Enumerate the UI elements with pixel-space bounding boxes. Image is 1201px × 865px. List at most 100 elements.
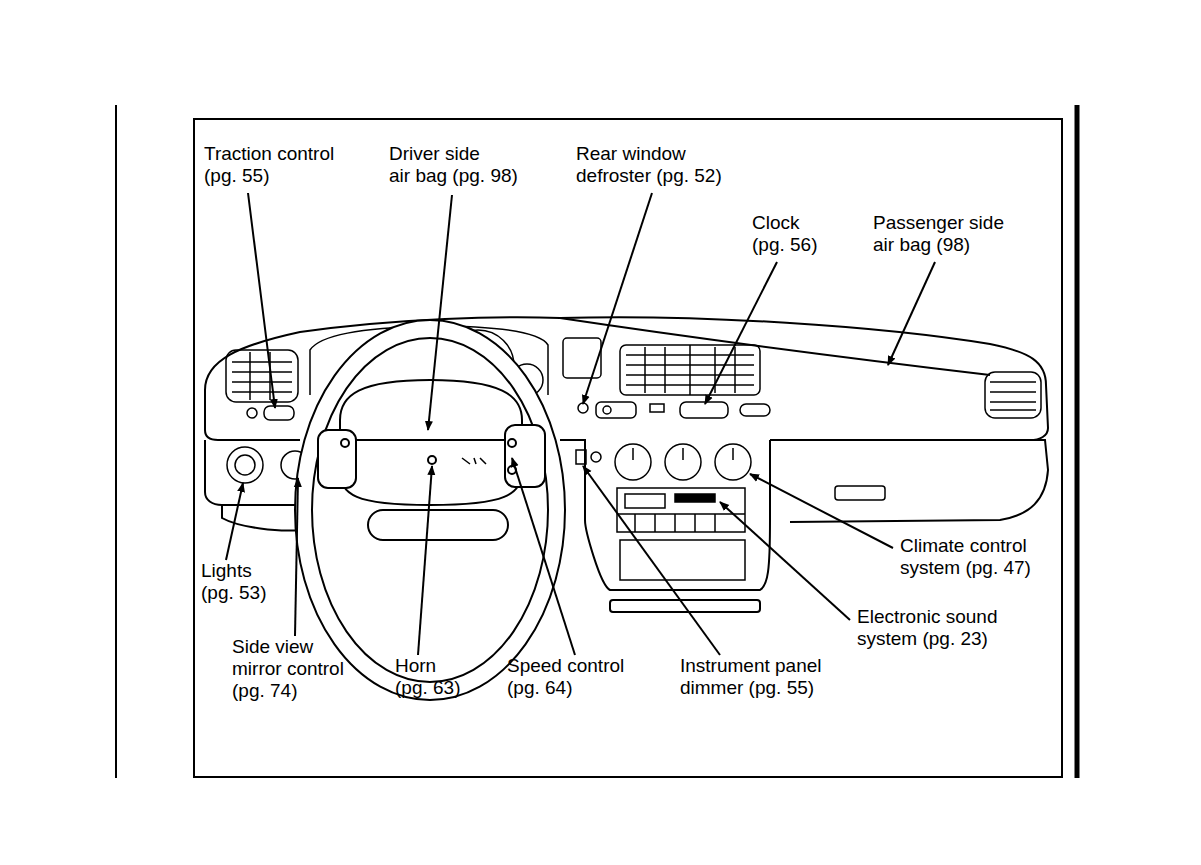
label-line: Instrument panel xyxy=(680,655,822,677)
air-vent xyxy=(226,350,298,402)
leader-line xyxy=(226,483,243,560)
air-vent xyxy=(990,381,1036,383)
label-line: defroster (pg. 52) xyxy=(576,165,722,187)
page-frame xyxy=(194,119,1062,777)
callout-label: Clock (pg. 56) xyxy=(752,212,817,256)
control-buttons xyxy=(264,406,294,420)
control-buttons xyxy=(694,514,696,532)
dashboard-outline xyxy=(770,440,1048,522)
leader-line xyxy=(720,502,850,620)
control-buttons xyxy=(617,488,745,532)
control-buttons xyxy=(682,448,684,460)
callout-label: Passenger side air bag (98) xyxy=(873,212,1004,256)
label-line: Passenger side xyxy=(873,212,1004,234)
dashboard-outline xyxy=(205,440,300,505)
control-buttons xyxy=(576,450,586,464)
control-buttons xyxy=(591,452,601,462)
callout-label: Climate control system (pg. 47) xyxy=(900,535,1031,579)
steering-wheel xyxy=(428,456,436,464)
callout-label: Instrument panel dimmer (pg. 55) xyxy=(680,655,822,699)
label-line: (pg. 53) xyxy=(201,582,266,604)
control-buttons xyxy=(247,408,257,418)
air-vent xyxy=(990,391,1036,393)
steering-wheel xyxy=(312,338,548,682)
air-vent xyxy=(232,391,292,393)
page-frame xyxy=(115,105,117,778)
leader-line xyxy=(705,262,777,404)
label-line: Rear window xyxy=(576,143,722,165)
leader-line xyxy=(418,466,432,655)
control-buttons xyxy=(235,455,255,475)
leader-line xyxy=(750,474,893,548)
air-vent xyxy=(563,338,601,378)
label-line: (pg. 56) xyxy=(752,234,817,256)
air-vent xyxy=(985,372,1041,418)
dashboard-outline xyxy=(560,318,990,375)
air-vent xyxy=(664,347,666,393)
dashboard-outline xyxy=(205,430,300,440)
label-line: Clock xyxy=(752,212,817,234)
label-line: Electronic sound xyxy=(857,606,997,628)
control-buttons xyxy=(732,448,734,460)
callout-label: Side view mirror control (pg. 74) xyxy=(232,636,344,702)
control-buttons xyxy=(632,448,634,460)
leader-line xyxy=(248,193,275,408)
control-buttons xyxy=(615,444,651,480)
callout-label: Traction control (pg. 55) xyxy=(204,143,334,187)
air-vent xyxy=(990,409,1036,411)
leader-line xyxy=(512,458,575,655)
steering-wheel xyxy=(342,439,520,441)
label-line: (pg. 74) xyxy=(232,680,344,702)
leader-line xyxy=(226,193,935,655)
control-buttons xyxy=(227,447,263,483)
air-vent xyxy=(620,345,760,395)
steering-wheel xyxy=(505,425,545,487)
steering-wheel xyxy=(318,430,356,488)
label-line: air bag (pg. 98) xyxy=(389,165,518,187)
control-buttons xyxy=(650,404,664,412)
control-buttons xyxy=(740,404,770,416)
label-line: Driver side xyxy=(389,143,518,165)
control-buttons xyxy=(603,406,611,414)
label-line: system (pg. 23) xyxy=(857,628,997,650)
air-vent xyxy=(232,371,292,373)
label-line: system (pg. 47) xyxy=(900,557,1031,579)
air-vent xyxy=(689,345,691,395)
callout-label: Horn (pg. 63) xyxy=(395,655,460,699)
control-buttons xyxy=(596,402,636,418)
control-buttons xyxy=(675,494,715,502)
control-buttons xyxy=(634,514,636,532)
leader-line xyxy=(583,193,652,404)
label-line: (pg. 64) xyxy=(507,677,624,699)
control-buttons xyxy=(654,514,656,532)
callout-label: Rear window defroster (pg. 52) xyxy=(576,143,722,187)
steering-wheel xyxy=(368,510,508,540)
label-line: air bag (98) xyxy=(873,234,1004,256)
control-buttons xyxy=(617,513,745,515)
control-buttons xyxy=(578,403,588,413)
steering-wheel xyxy=(508,439,516,447)
page-frame xyxy=(1075,105,1080,778)
steering-wheel xyxy=(295,320,565,700)
air-vent xyxy=(734,347,736,393)
label-line: mirror control xyxy=(232,658,344,680)
control-buttons xyxy=(674,514,676,532)
air-vent xyxy=(232,361,292,363)
label-line: Lights xyxy=(201,560,266,582)
air-vent xyxy=(232,381,292,383)
label-line: dimmer (pg. 55) xyxy=(680,677,822,699)
control-buttons xyxy=(714,514,716,532)
label-line: Traction control xyxy=(204,143,334,165)
callout-label: Driver side air bag (pg. 98) xyxy=(389,143,518,187)
dashboard-outline xyxy=(560,440,770,590)
leader-line xyxy=(428,195,452,430)
control-buttons xyxy=(665,444,701,480)
air-vent xyxy=(249,352,251,400)
leader-line xyxy=(583,466,720,655)
label-line: Horn xyxy=(395,655,460,677)
control-buttons xyxy=(680,402,728,418)
steering-wheel xyxy=(341,439,349,447)
label-line: Speed control xyxy=(507,655,624,677)
